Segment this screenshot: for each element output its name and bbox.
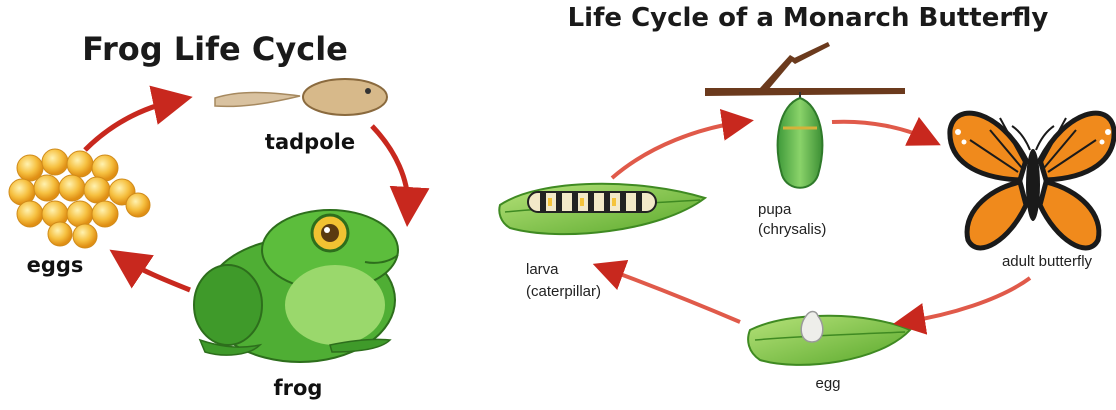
frog-illustration <box>194 210 398 362</box>
frog-cycle-title: Frog Life Cycle <box>82 30 348 68</box>
tadpole-illustration <box>215 79 387 115</box>
butterfly-cycle-title: Life Cycle of a Monarch Butterfly <box>568 3 1049 33</box>
frog-eggs-illustration <box>9 149 150 248</box>
arrow-adult-to-egg <box>905 278 1030 322</box>
chrysalis-label: (chrysalis) <box>758 221 826 238</box>
arrow-egg-to-larva <box>604 268 740 322</box>
tadpole-label: tadpole <box>265 130 355 154</box>
chrysalis-illustration <box>778 92 823 188</box>
egg-leaf-illustration <box>748 312 910 365</box>
branch-illustration <box>705 42 905 96</box>
monarch-butterfly-illustration <box>950 113 1114 248</box>
frog-label: frog <box>274 376 323 400</box>
adult-butterfly-label: adult butterfly <box>1002 253 1093 270</box>
arrow-eggs-to-tadpole <box>85 100 178 150</box>
larva-label: larva <box>526 261 559 278</box>
arrow-larva-to-pupa <box>612 122 742 178</box>
caterpillar-illustration <box>528 192 656 212</box>
egg-label: egg <box>815 375 840 392</box>
eggs-label: eggs <box>27 253 84 277</box>
arrow-tadpole-to-frog <box>372 126 408 212</box>
arrow-frog-to-eggs <box>122 258 190 290</box>
caterpillar-label: (caterpillar) <box>526 283 601 300</box>
pupa-label: pupa <box>758 201 792 218</box>
arrow-pupa-to-adult <box>832 122 930 140</box>
